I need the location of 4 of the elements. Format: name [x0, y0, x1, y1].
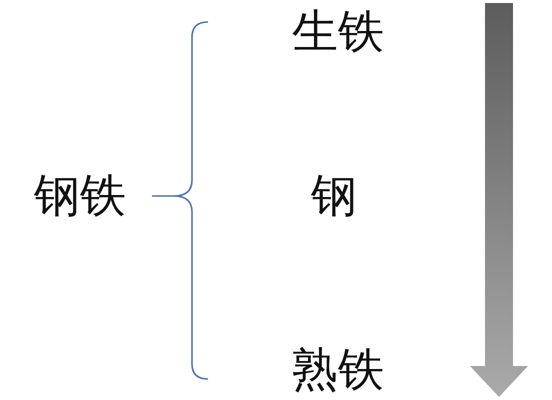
subtype-label: 熟铁	[292, 346, 384, 392]
subtype-label: 钢	[311, 172, 357, 218]
subtype-label: 生铁	[292, 8, 384, 54]
category-label: 钢铁	[34, 172, 126, 218]
